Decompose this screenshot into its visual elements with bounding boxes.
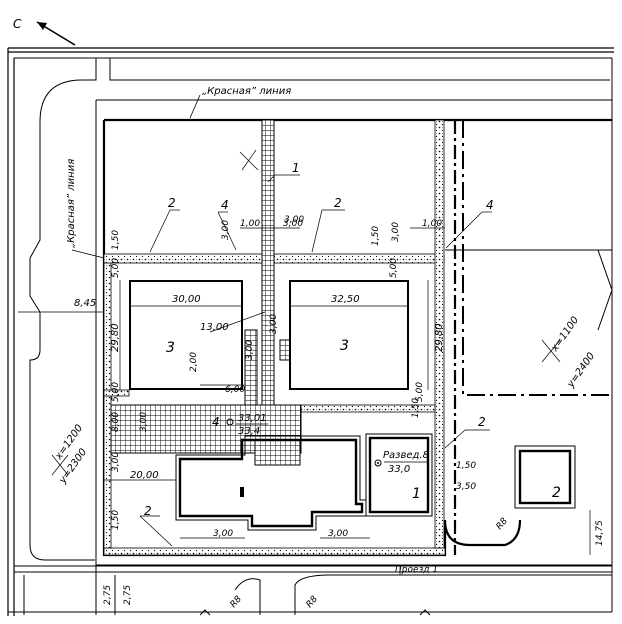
- marker-1-building: 1: [412, 486, 421, 502]
- dim-5-00-d: 5,00: [415, 382, 425, 402]
- dim-20-00: 20,00: [130, 470, 159, 481]
- dim-1-00-a: 1,00: [240, 219, 260, 229]
- dim-2-75-a: 2,75: [103, 585, 113, 605]
- marker-1-top: 1: [292, 161, 300, 175]
- small-building: [514, 445, 576, 509]
- dim-5-00-b: 5,00: [389, 258, 399, 278]
- streets: [23, 58, 612, 616]
- dim-r8-c: R8: [305, 594, 321, 610]
- dim-1-50-e: 1,50: [411, 398, 421, 418]
- dim-2-00: 2,00: [189, 352, 199, 372]
- dim-1-50-a: 1,50: [111, 230, 121, 250]
- dim-1-50-b: 1,50: [371, 226, 381, 246]
- marker-2-building: 2: [552, 485, 561, 501]
- marker-2-right: 2: [478, 415, 486, 429]
- red-line-left-label: „Красная” линия: [66, 159, 77, 248]
- playgrounds: [129, 280, 409, 390]
- dim-3-00-d: 3,00: [284, 215, 304, 225]
- marker-2-mid: 2: [334, 196, 342, 210]
- marker-4-center: 4: [212, 415, 220, 429]
- dim-3-00-g: 3,00: [139, 412, 149, 432]
- north-label: С: [13, 17, 22, 31]
- dim-2-75-b: 2,75: [123, 585, 133, 605]
- outer-frame: [7, 47, 614, 616]
- dim-3-00-i: 3,00: [213, 529, 233, 539]
- dim-3-50: 3,50: [456, 482, 476, 492]
- dimension-lines: [18, 149, 591, 575]
- main-building: [175, 433, 433, 531]
- dim-r8-a: R8: [495, 516, 511, 532]
- coord-x2-label: x=1100: [549, 315, 581, 355]
- well-label: Развед.8: [383, 450, 429, 461]
- dim-5-00-a: 5,00: [111, 258, 121, 278]
- dim-29-80-a: 29,80: [110, 323, 121, 352]
- red-line-top-label: „Красная” линия: [202, 86, 291, 97]
- marker-2-bottom: 2: [144, 504, 152, 518]
- passage-label: Проезд 1: [395, 565, 438, 575]
- dim-29-80-b: 29,80: [434, 323, 445, 352]
- dim-32-50: 32,50: [331, 294, 360, 305]
- dim-6-00: 6,00: [225, 385, 245, 395]
- elev-bottom-label: 33,4: [238, 426, 260, 437]
- dim-13-00: 13,00: [200, 322, 229, 333]
- dim-3-00-c: 3,00: [391, 222, 401, 242]
- north-arrow-icon: С: [13, 17, 76, 46]
- dim-3-00-j: 3,00: [328, 529, 348, 539]
- ref-markers: 1 1 2 2 2 2 2 3 3 4 4 4: [144, 161, 561, 518]
- marker-3-right: 3: [340, 338, 349, 354]
- dim-3-00-b: 3,00: [283, 219, 303, 229]
- dim-8-00: 8,00: [111, 412, 121, 432]
- dim-1-00-b: 1,00: [422, 219, 442, 229]
- dim-5-00-c: 5,00: [111, 382, 121, 402]
- dim-8-45: 8,45: [74, 298, 96, 309]
- elev-top-label: 33,01: [238, 413, 267, 424]
- grid-walkways: [110, 119, 302, 466]
- coord-y2-label: y=2400: [565, 351, 597, 391]
- dim-14-75: 14,75: [595, 520, 605, 546]
- marker-4-right: 4: [486, 198, 494, 212]
- well-elev-label: 33,0: [388, 464, 410, 475]
- site-boundary: [102, 118, 612, 557]
- neighbour-building: [462, 120, 613, 396]
- dim-3-00-f: 3,00: [245, 340, 255, 360]
- marker-3-left: 3: [166, 340, 175, 356]
- dim-r8-b: R8: [229, 594, 245, 610]
- dim-3-00-a: 3,00: [221, 220, 231, 240]
- benchmark-icon: [226, 418, 234, 426]
- marker-4-left: 4: [221, 198, 229, 212]
- dim-3-00-h: 3,00: [111, 452, 121, 472]
- dim-1-50-d: 1,50: [111, 510, 121, 530]
- dim-30-00: 30,00: [172, 294, 201, 305]
- red-line-leaders: [71, 94, 201, 259]
- dim-1-50-c: 1,50: [456, 461, 476, 471]
- dim-3-00-e: 3,00: [269, 314, 279, 334]
- well-icon: [374, 459, 382, 467]
- marker-2-left: 2: [168, 196, 176, 210]
